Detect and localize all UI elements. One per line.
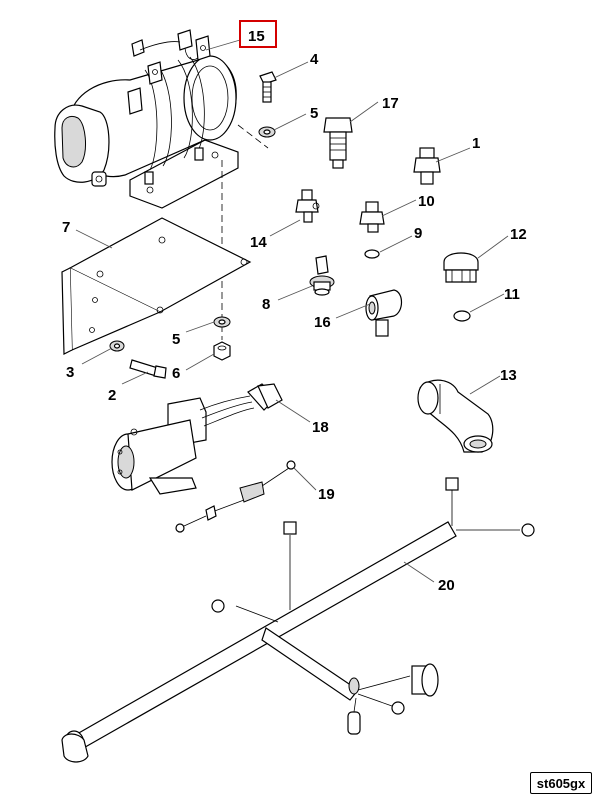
part-7-bracket [61, 217, 252, 355]
part-2-bolt [129, 359, 167, 379]
callout-5-upper: 5 [310, 105, 318, 122]
part-19-cable [175, 460, 296, 533]
part-12-plug [443, 252, 479, 283]
part-3-washer [109, 340, 125, 352]
callout-18: 18 [312, 419, 329, 436]
callout-labels: 1 2 3 4 5 5 6 7 8 9 10 11 12 13 14 15 16… [62, 20, 527, 594]
part-10-fitting [359, 201, 385, 233]
part-5-washer-upper [258, 126, 276, 138]
part-20-harness [61, 477, 535, 763]
part-18-pump-assembly [111, 383, 283, 495]
part-4-bolt [259, 71, 277, 103]
callout-10: 10 [418, 193, 435, 210]
part-5-washer-lower [213, 316, 231, 328]
callout-15-highlight-box [239, 20, 277, 48]
callout-12: 12 [510, 226, 527, 243]
callout-8: 8 [262, 296, 270, 313]
part-6-nut [213, 341, 231, 361]
part-17-fitting [323, 117, 353, 169]
part-9-o-ring [364, 249, 380, 259]
callout-3: 3 [66, 364, 74, 381]
callout-15: 15 [248, 28, 265, 45]
callout-4: 4 [310, 51, 319, 68]
part-11-o-ring [453, 310, 471, 322]
callout-1: 1 [472, 135, 480, 152]
part-13-elbow-fitting [417, 379, 494, 453]
callout-20: 20 [438, 577, 455, 594]
callout-5-lower: 5 [172, 331, 180, 348]
leader-lines [75, 39, 509, 583]
callout-6: 6 [172, 365, 180, 382]
callout-17: 17 [382, 95, 399, 112]
callout-13: 13 [500, 367, 517, 384]
part-16-elbow [365, 289, 403, 337]
callout-16: 16 [314, 314, 331, 331]
callout-7: 7 [62, 219, 70, 236]
part-1-fitting [413, 147, 441, 185]
callout-14: 14 [250, 234, 267, 251]
callout-19: 19 [318, 486, 335, 503]
callout-11: 11 [504, 286, 520, 303]
reference-code-label: st605gx [530, 772, 592, 794]
callout-9: 9 [414, 225, 422, 242]
part-14-fitting [295, 189, 320, 223]
part-8-sensor [309, 255, 335, 296]
assembly-line-b [237, 124, 269, 149]
callout-2: 2 [108, 387, 116, 404]
part-15-drum-assembly [54, 29, 239, 209]
